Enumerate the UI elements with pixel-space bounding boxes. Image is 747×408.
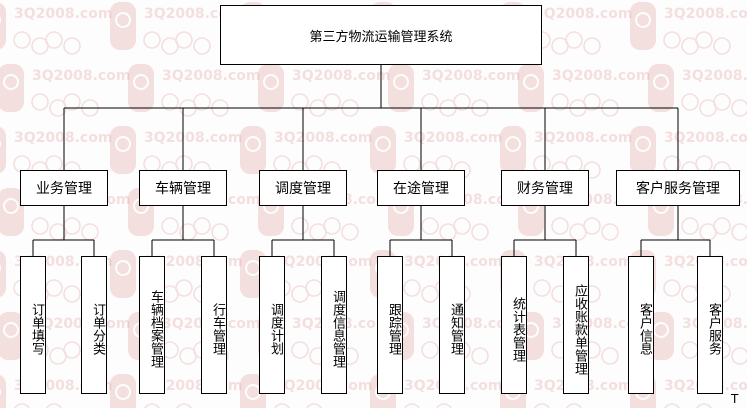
svg-text:3Q2008.com: 3Q2008.com bbox=[14, 130, 112, 146]
module-node-customer-service: 客户服务管理 bbox=[616, 170, 740, 206]
text-cursor-icon: T bbox=[731, 392, 739, 406]
svg-text:3Q2008.com: 3Q2008.com bbox=[144, 130, 242, 146]
svg-text:3Q2008.com: 3Q2008.com bbox=[32, 68, 130, 84]
svg-text:3Q2008.com: 3Q2008.com bbox=[14, 6, 112, 22]
leaf-node-driving-management: 行车管理 bbox=[201, 256, 227, 394]
watermark-tile: 3Q2008.com bbox=[370, 126, 502, 179]
watermark-tile: 3Q2008.com bbox=[0, 64, 130, 117]
svg-text:3Q2008.com: 3Q2008.com bbox=[274, 130, 372, 146]
watermark-tile: 3Q2008.com bbox=[630, 126, 747, 179]
leaf-node-customer-info: 客户信息 bbox=[628, 256, 654, 394]
module-node-vehicle: 车辆管理 bbox=[139, 170, 227, 206]
root-node: 第三方物流运输管理系统 bbox=[220, 5, 542, 65]
svg-text:3Q2008.com: 3Q2008.com bbox=[664, 130, 747, 146]
watermark-tile: 3Q2008.com bbox=[0, 2, 112, 55]
leaf-node-receivables: 应收账款单管理 bbox=[563, 256, 589, 394]
svg-text:3Q2008.com: 3Q2008.com bbox=[534, 6, 632, 22]
svg-text:3Q2008.com: 3Q2008.com bbox=[664, 6, 747, 22]
watermark-tile: 3Q2008.com bbox=[128, 64, 260, 117]
svg-text:3Q2008.com: 3Q2008.com bbox=[292, 68, 390, 84]
module-node-in-transit: 在途管理 bbox=[377, 170, 465, 206]
leaf-node-vehicle-records: 车辆档案管理 bbox=[139, 256, 165, 394]
watermark-tile: 3Q2008.com bbox=[648, 64, 747, 117]
leaf-node-order-classify: 订单分类 bbox=[81, 256, 107, 394]
watermark-tile: 3Q2008.com bbox=[110, 126, 242, 179]
svg-text:3Q2008.com: 3Q2008.com bbox=[404, 130, 502, 146]
watermark-tile: 3Q2008.com bbox=[518, 64, 650, 117]
leaf-node-dispatch-plan: 调度计划 bbox=[259, 256, 285, 394]
svg-text:3Q2008.com: 3Q2008.com bbox=[552, 68, 650, 84]
leaf-node-dispatch-info: 调度信息管理 bbox=[321, 256, 347, 394]
svg-text:3Q2008.com: 3Q2008.com bbox=[144, 6, 242, 22]
svg-text:3Q2008.com: 3Q2008.com bbox=[162, 68, 260, 84]
leaf-node-tracking: 跟踪管理 bbox=[377, 256, 403, 394]
module-node-dispatch: 调度管理 bbox=[259, 170, 347, 206]
leaf-node-statistics: 统计表管理 bbox=[501, 256, 527, 394]
svg-text:3Q2008.com: 3Q2008.com bbox=[534, 130, 632, 146]
watermark-tile: 3Q2008.com bbox=[630, 2, 747, 55]
leaf-node-customer-service: 客户服务 bbox=[697, 256, 723, 394]
watermark-tile: 3Q2008.com bbox=[110, 2, 242, 55]
svg-text:3Q2008.com: 3Q2008.com bbox=[422, 68, 520, 84]
leaf-node-notification: 通知管理 bbox=[439, 256, 465, 394]
leaf-node-order-entry: 订单填写 bbox=[20, 256, 46, 394]
svg-text:3Q2008.com: 3Q2008.com bbox=[682, 68, 747, 84]
module-node-business: 业务管理 bbox=[20, 170, 108, 206]
module-node-finance: 财务管理 bbox=[501, 170, 589, 206]
